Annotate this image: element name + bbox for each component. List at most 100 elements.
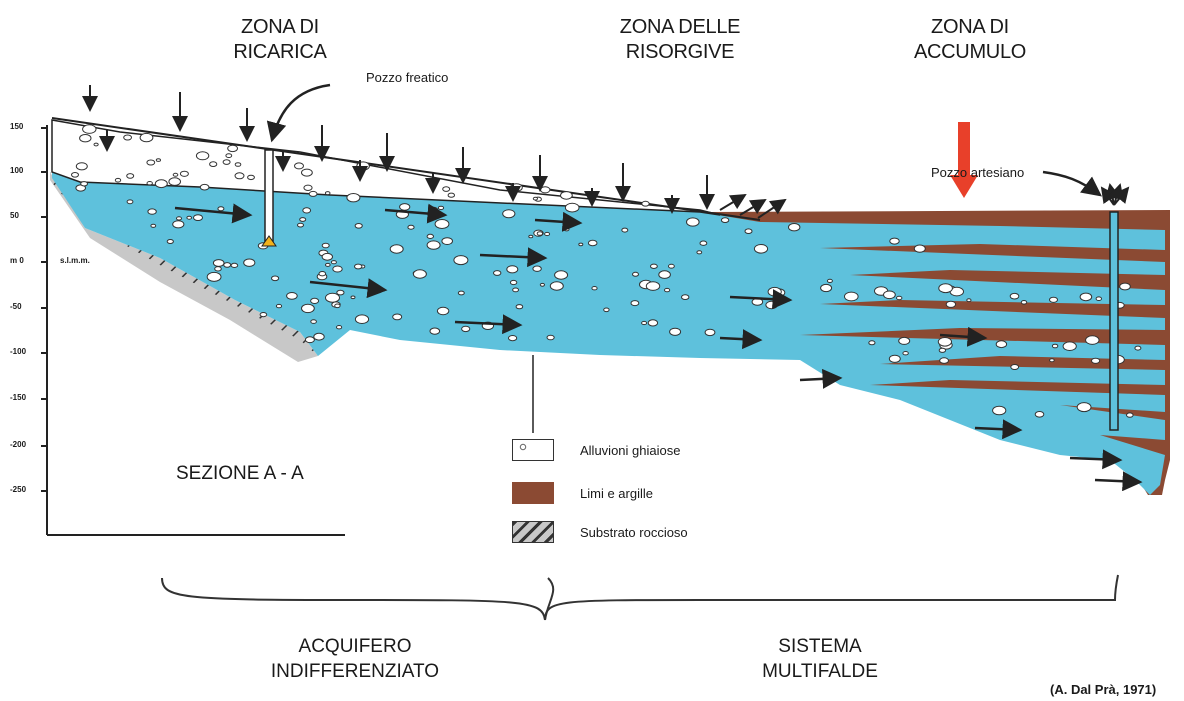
pebble [700,241,707,245]
pebble [224,263,231,268]
pebble [309,191,317,196]
pebble [507,266,518,273]
pebble [276,304,281,307]
pebble [140,133,153,141]
pebble [533,266,541,271]
pebble [235,173,244,179]
red-pumping-arrow [950,122,978,198]
pebble [648,320,657,326]
pebble [510,280,516,284]
zone-ricarica-label: ZONA DI RICARICA [220,15,340,65]
pebble [169,178,181,186]
pebble [442,238,453,245]
legend-clay-label: Limi e argille [580,486,653,501]
pebble [295,163,304,169]
pebble [127,174,134,179]
legend-bedrock-label: Substrato roccioso [580,525,688,540]
pebble [180,171,188,176]
pebble [244,259,255,266]
pebble [200,184,209,190]
pebble [665,288,670,291]
section-label: SEZIONE A - A [176,463,304,485]
pebble [351,296,355,299]
pebble [541,187,550,193]
legend-gravel-label: Alluvioni ghiaiose [580,443,680,458]
pebble [669,264,675,268]
tick-label-minus100: -100 [10,347,42,356]
pebble [322,243,329,248]
tick-label-100: 100 [10,166,42,175]
pebble [869,341,875,345]
tick-label-minus150: -150 [10,393,42,402]
pebble [298,223,304,227]
pebble [1011,365,1019,370]
pebble [429,207,438,213]
pebble [177,217,182,220]
pebble [248,175,255,179]
pebble [651,264,658,268]
pebble [215,267,222,271]
legend-clay-swatch [512,482,554,504]
pebble [355,315,368,324]
pebble [766,301,777,308]
pebble [331,261,336,264]
pebble [304,185,312,190]
pebble [400,204,410,211]
zone-accumulo-label: ZONA DI ACCUMULO [900,15,1040,65]
pebble [622,228,628,232]
pebble [529,235,533,238]
pebble [642,321,647,324]
pebble [303,208,311,213]
pebble [561,192,573,200]
pebble [147,182,152,185]
pebble [1010,293,1019,299]
datum-label: s.l.m.m. [60,256,90,265]
pebble [300,218,306,222]
pebble [946,301,955,307]
pebble [196,152,208,160]
legend-bedrock-swatch [512,521,554,543]
pebble [1052,344,1057,348]
pebble [333,266,342,272]
pebble [156,159,160,162]
pebble [494,271,501,276]
pebble [390,245,403,253]
tick-label-50: 50 [10,211,42,220]
pebble [938,338,951,347]
pebble [890,238,899,244]
pebble [682,295,689,300]
pebble [235,163,241,167]
pebble [940,358,949,364]
pebble [207,272,221,281]
pebble [260,313,267,317]
tick-label-minus50: -50 [10,302,42,311]
pebble [94,143,98,146]
pebble [231,263,238,267]
pebble [319,272,326,276]
pebble [81,182,88,186]
pebble [437,307,448,314]
pebble [555,271,568,279]
pebble [889,355,900,362]
legend-gravel: Alluvioni ghiaiose [512,438,680,462]
pebble [939,348,945,352]
pebble [670,328,681,335]
braces [162,575,1118,620]
pebble [115,178,120,182]
pebble [1050,297,1058,302]
pebble [127,200,133,204]
pebble [151,224,156,227]
pebble [533,197,537,200]
pebble [1077,403,1091,412]
pebble [1035,412,1044,418]
pebble [845,292,859,301]
tick-label-0: m 0 [10,256,42,265]
pebble [537,232,542,236]
pebble [821,284,832,291]
pebble [337,326,342,329]
pebble [72,173,79,178]
pebble [659,271,671,279]
pebble [646,282,659,291]
pebble [167,240,173,244]
pebble [287,293,298,300]
